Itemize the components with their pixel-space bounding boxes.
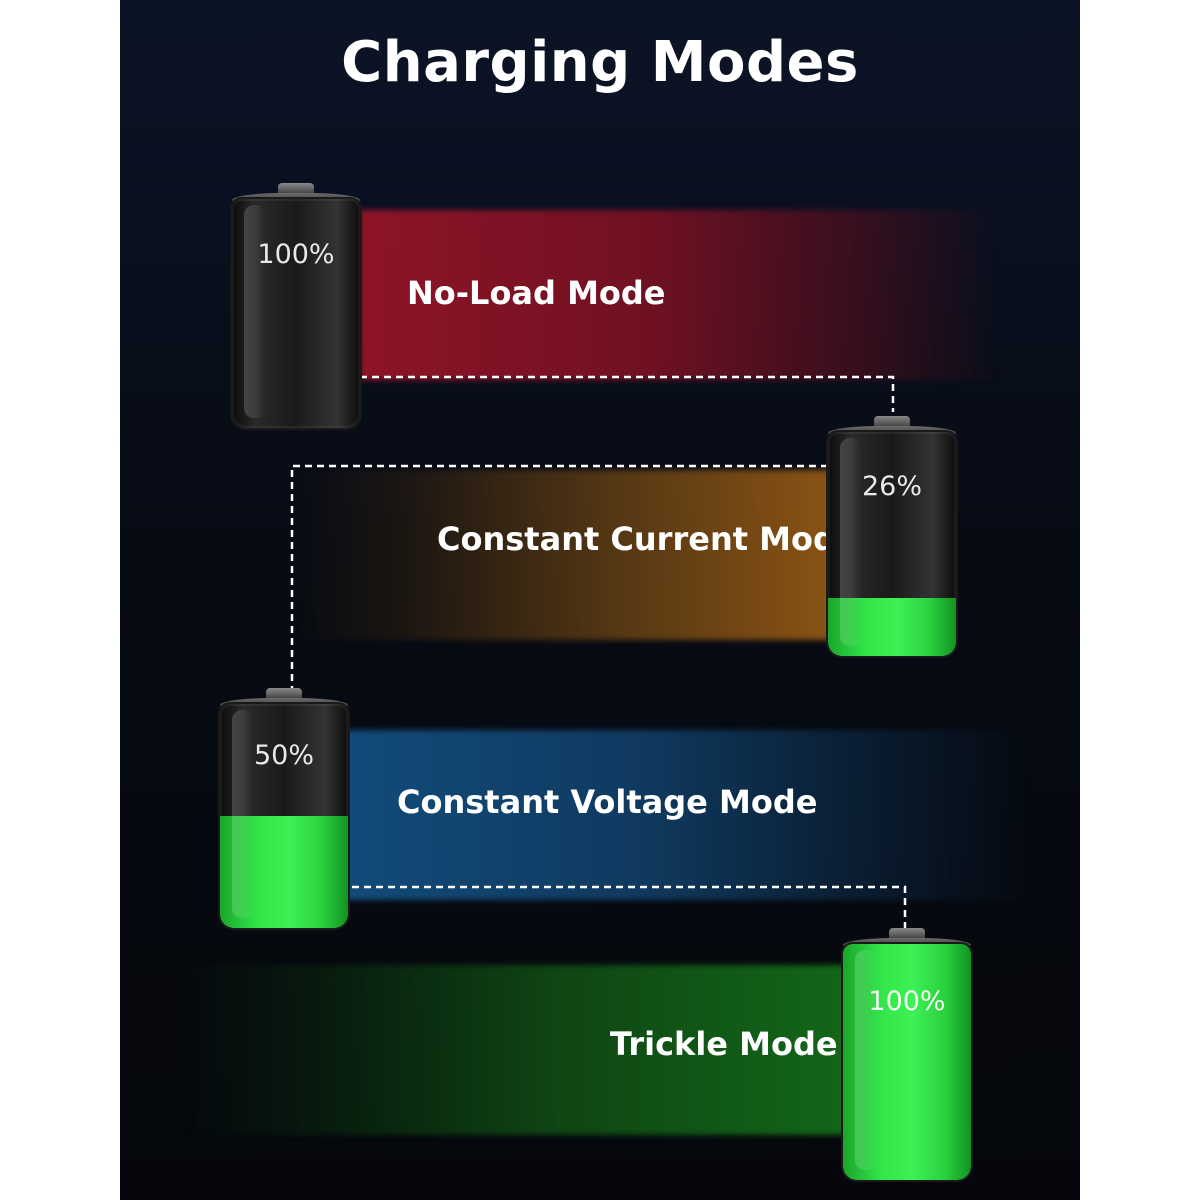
mode-label-no-load: No-Load Mode	[407, 274, 666, 312]
battery-trickle: 100%	[843, 928, 971, 1180]
mode-band-trickle	[180, 965, 860, 1135]
battery-percentage: 100%	[257, 239, 335, 270]
battery-fill	[828, 597, 956, 656]
mode-label-constant-voltage: Constant Voltage Mode	[397, 783, 818, 821]
mode-label-trickle: Trickle Mode	[610, 1025, 838, 1063]
battery-no-load: 100%	[232, 183, 360, 428]
mode-label-constant-current: Constant Current Mode	[437, 520, 858, 558]
battery-percentage: 100%	[868, 986, 946, 1017]
battery-fill	[220, 816, 348, 928]
battery-constant-voltage: 50%	[220, 688, 348, 928]
battery-percentage: 50%	[253, 740, 314, 771]
connector-cv-to-trickle	[352, 885, 907, 928]
connector-no-load-to-cc	[360, 375, 895, 412]
battery-percentage: 26%	[861, 471, 922, 502]
mode-band-constant-current	[290, 470, 890, 640]
mode-band-no-load	[360, 210, 1000, 380]
mode-connector-lines	[290, 375, 907, 928]
connector-cc-to-cv	[290, 464, 828, 688]
battery-fill	[843, 944, 971, 1180]
mode-band-constant-voltage	[330, 730, 1030, 900]
diagram-panel: Charging Modes No-Load Mode Constant Cur…	[120, 0, 1080, 1200]
page-title: Charging Modes	[341, 30, 859, 95]
battery-constant-current: 26%	[828, 416, 956, 656]
